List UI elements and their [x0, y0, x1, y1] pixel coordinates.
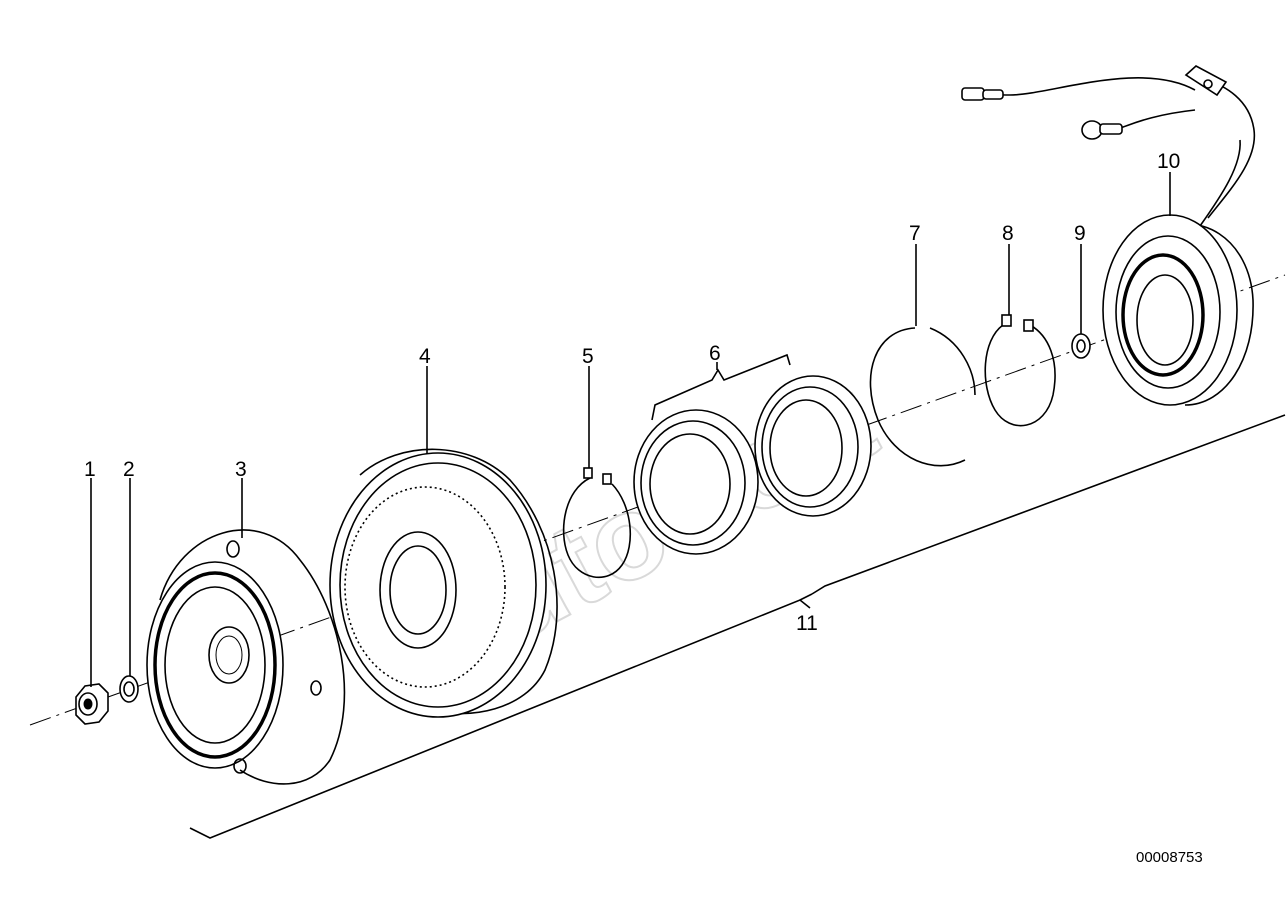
callout-2: 2 — [123, 458, 135, 481]
part-3-clutch-hub — [146, 529, 346, 785]
callout-10: 10 — [1157, 150, 1180, 173]
part-9-washer — [1071, 333, 1091, 359]
callout-5: 5 — [582, 345, 594, 368]
callout-6: 6 — [709, 342, 721, 365]
part-1-hex-nut — [75, 683, 109, 725]
leader-lines — [90, 172, 1171, 687]
callout-7: 7 — [909, 222, 921, 245]
drawing-number: 00008753 — [1136, 849, 1203, 866]
part-6-bearings — [633, 353, 872, 555]
part-7-snap-ring — [869, 327, 976, 467]
part-2-washer — [119, 675, 139, 703]
callout-1: 1 — [84, 458, 96, 481]
callout-11: 11 — [796, 612, 818, 635]
assembly-bracket-11 — [189, 414, 1286, 839]
part-8-circlip — [984, 314, 1056, 427]
callout-9: 9 — [1074, 222, 1086, 245]
callout-4: 4 — [419, 345, 431, 368]
part-4-pulley — [329, 448, 558, 718]
callout-8: 8 — [1002, 222, 1014, 245]
callout-3: 3 — [235, 458, 247, 481]
part-5-circlip — [562, 467, 632, 579]
